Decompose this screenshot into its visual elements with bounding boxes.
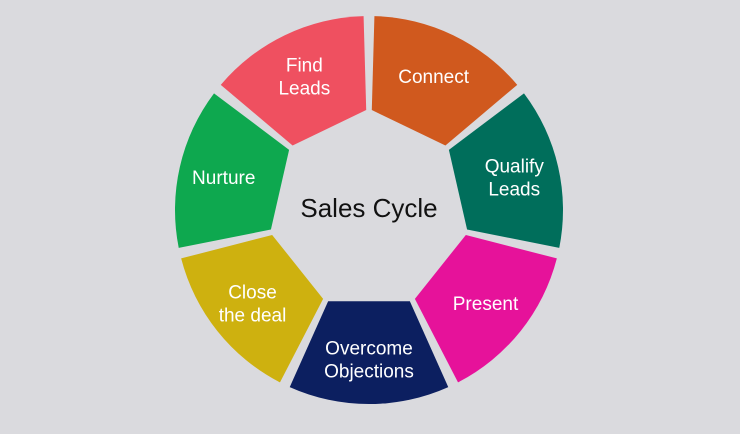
segment-overcome-objections [289,301,449,404]
segment-label-line: Close [228,282,277,303]
segment-nurture [175,93,290,248]
segment-find-leads [220,16,367,146]
segment-close-the-deal [181,234,324,383]
segment-label-line: Connect [398,67,469,88]
segment-label-line: Leads [488,179,540,200]
segment-label-line: the deal [219,305,287,326]
segment-label-line: Present [453,294,519,315]
center-title: Sales Cycle [300,193,437,223]
segment-label-line: Qualify [485,156,545,177]
wheel-segments [175,16,563,404]
segment-label-line: Objections [324,362,414,383]
segment-label: Present [453,294,519,315]
segment-label-line: Nurture [192,168,255,189]
segment-label: Connect [398,67,469,88]
segment-qualify-leads [448,93,563,248]
segment-label-line: Leads [278,78,330,99]
segment-label-line: Overcome [325,339,413,360]
segment-connect [371,16,518,146]
segment-present [414,234,557,383]
segment-label: Nurture [192,168,255,189]
segment-label-line: Find [286,55,323,76]
